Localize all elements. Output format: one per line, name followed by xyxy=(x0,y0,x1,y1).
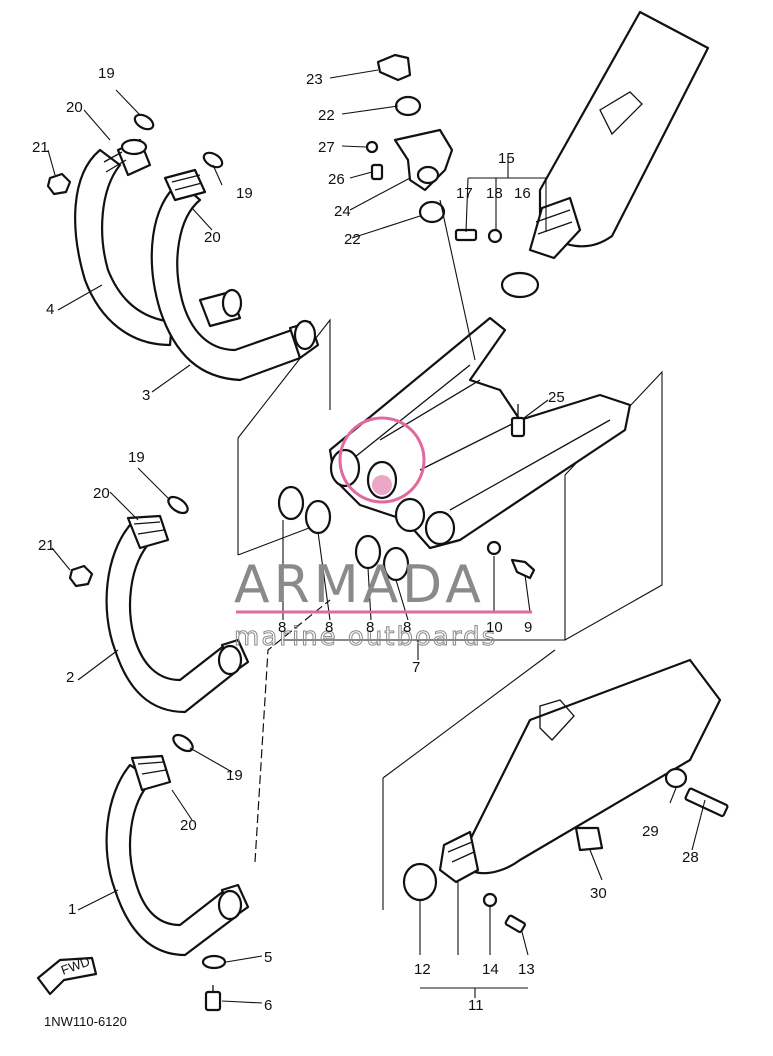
gasket-8a xyxy=(277,485,305,521)
nut-21b xyxy=(68,564,94,588)
damper-22b xyxy=(418,200,446,224)
label-14: 14 xyxy=(482,961,499,978)
damper-22a xyxy=(394,95,422,117)
watermark-brand: ARMADA xyxy=(234,555,485,615)
label-1: 1 xyxy=(68,901,76,918)
bolt-28 xyxy=(684,787,729,818)
bracket-24 xyxy=(393,128,454,192)
muffler-upper xyxy=(528,10,710,260)
label-9: 9 xyxy=(524,619,532,636)
washer-14 xyxy=(482,892,498,908)
gasket-19b xyxy=(202,151,224,169)
label-13: 13 xyxy=(518,961,535,978)
washer-10 xyxy=(486,540,502,556)
label-19b: 19 xyxy=(236,185,253,202)
gasket-5 xyxy=(201,954,227,970)
washer-18 xyxy=(487,228,503,244)
gasket-19a xyxy=(133,113,155,131)
bolt-13 xyxy=(504,914,526,934)
gasket-16 xyxy=(500,271,540,299)
label-21a: 21 xyxy=(32,139,49,156)
exhaust-collector xyxy=(328,316,632,550)
label-24: 24 xyxy=(334,203,351,220)
label-4: 4 xyxy=(46,301,54,318)
part-labels: 19 20 21 19 20 4 3 19 20 21 2 19 20 1 5 … xyxy=(32,65,699,1029)
label-12: 12 xyxy=(414,961,431,978)
label-16: 16 xyxy=(514,185,531,202)
label-8b: 8 xyxy=(325,619,333,636)
label-22b: 22 xyxy=(344,231,361,248)
label-19c: 19 xyxy=(128,449,145,466)
washer-27 xyxy=(365,140,379,154)
gasket-12 xyxy=(402,862,438,902)
damper-30 xyxy=(574,826,604,852)
label-27: 27 xyxy=(318,139,335,156)
bolt-25 xyxy=(510,404,526,438)
label-30: 30 xyxy=(590,885,607,902)
label-2: 2 xyxy=(66,669,74,686)
diagram-code: 1NW110-6120 xyxy=(44,1014,127,1029)
label-22a: 22 xyxy=(318,107,335,124)
watermark: ARMADA marine outboards xyxy=(234,416,532,653)
label-15: 15 xyxy=(498,150,515,167)
label-8c: 8 xyxy=(366,619,374,636)
label-11: 11 xyxy=(468,997,484,1014)
label-17: 17 xyxy=(456,185,473,202)
label-29: 29 xyxy=(642,823,659,840)
label-7: 7 xyxy=(412,659,420,676)
fwd-arrow-icon: FWD xyxy=(36,954,98,996)
gasket-8b xyxy=(304,499,332,535)
leader-lines xyxy=(47,69,706,1004)
label-18: 18 xyxy=(486,185,503,202)
exhaust-pipe-2 xyxy=(105,514,250,714)
label-20d: 20 xyxy=(180,817,197,834)
label-25: 25 xyxy=(548,389,565,406)
label-8a: 8 xyxy=(278,619,286,636)
gasket-19c xyxy=(167,495,189,515)
label-8d: 8 xyxy=(403,619,411,636)
exhaust-pipe-1 xyxy=(105,754,250,957)
label-20b: 20 xyxy=(204,229,221,246)
bolt-6 xyxy=(204,985,222,1012)
label-6: 6 xyxy=(264,997,272,1014)
muffler-lower xyxy=(438,658,722,884)
label-19a: 19 xyxy=(98,65,115,82)
bolt-9 xyxy=(510,558,536,580)
label-23: 23 xyxy=(306,71,323,88)
washer-29 xyxy=(664,767,688,789)
exhaust-pipe-4 xyxy=(74,138,174,347)
gasket-19d xyxy=(172,733,194,753)
label-10: 10 xyxy=(486,619,503,636)
label-21b: 21 xyxy=(38,537,55,554)
label-20c: 20 xyxy=(93,485,110,502)
label-5: 5 xyxy=(264,949,272,966)
label-28: 28 xyxy=(682,849,699,866)
label-26: 26 xyxy=(328,171,345,188)
header-pipe-3 xyxy=(150,168,320,382)
bolt-26 xyxy=(370,163,384,181)
nut-21a xyxy=(46,172,72,196)
watermark-tagline: marine outboards xyxy=(234,622,497,652)
label-20a: 20 xyxy=(66,99,83,116)
label-19d: 19 xyxy=(226,767,243,784)
bracket-23 xyxy=(376,53,412,82)
label-3: 3 xyxy=(142,387,150,404)
